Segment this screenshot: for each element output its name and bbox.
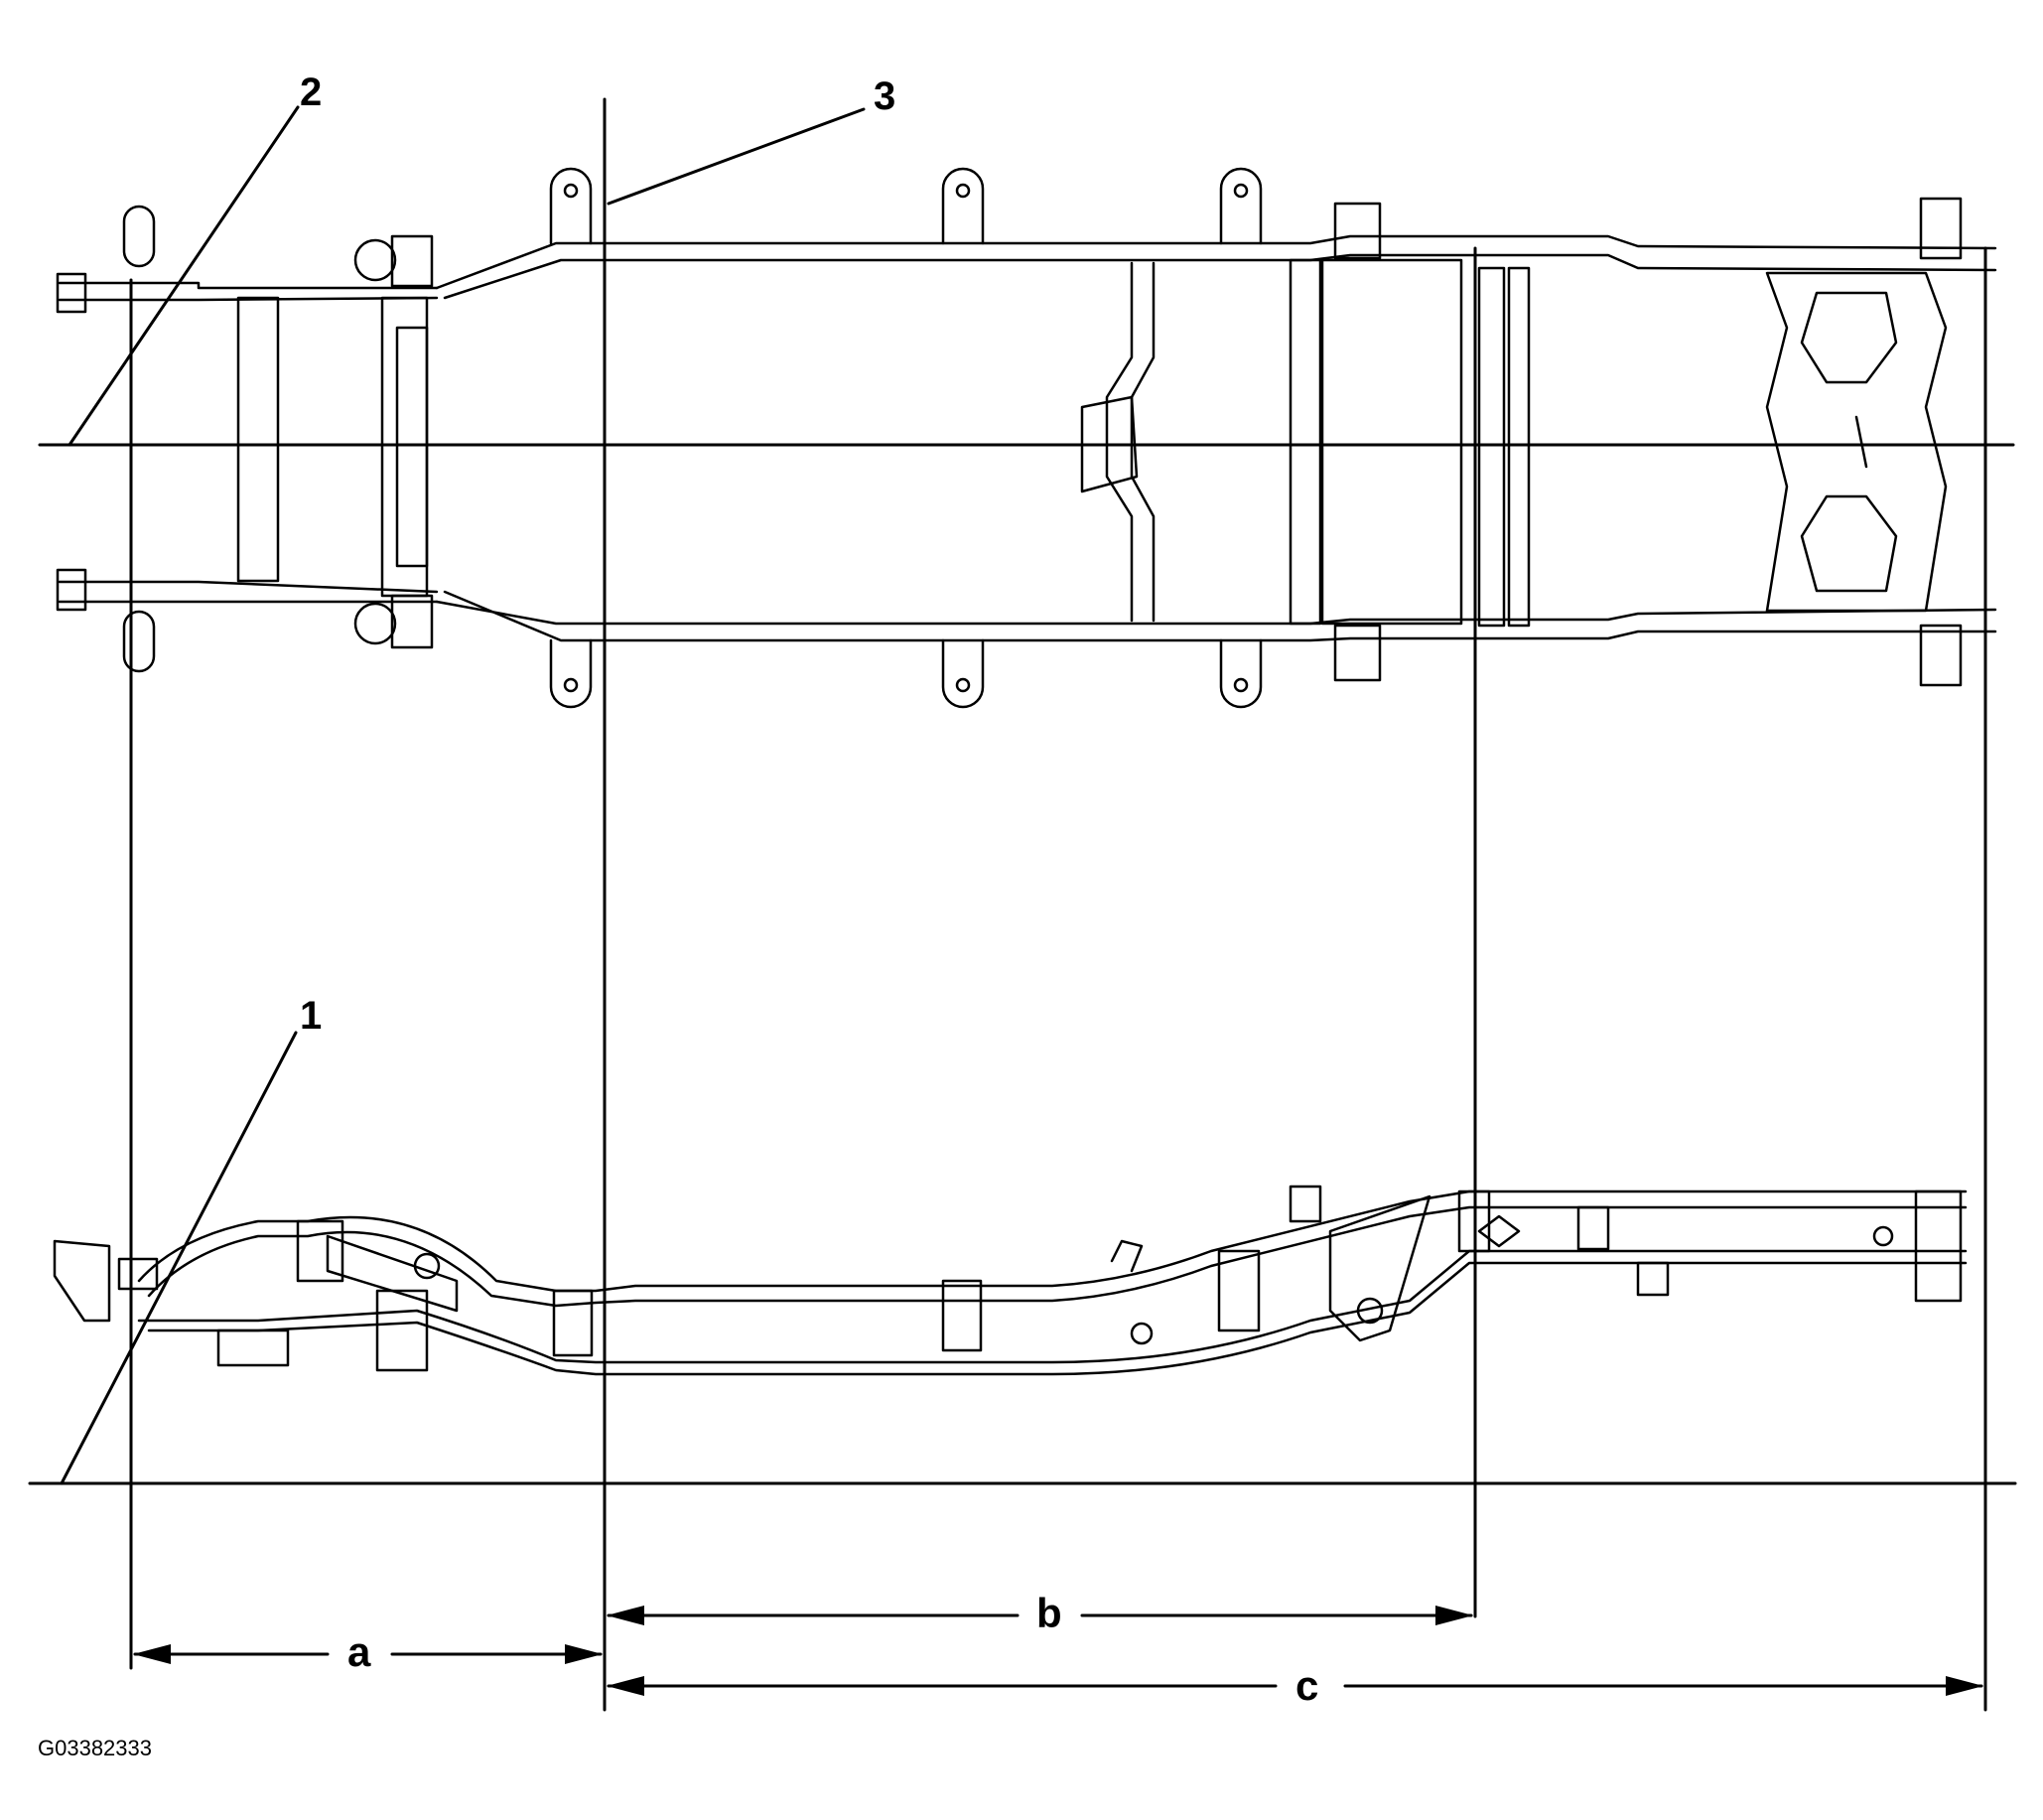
leader-1	[60, 1031, 298, 1485]
arrow-c-left	[607, 1676, 644, 1696]
arrow-b-right	[1435, 1606, 1473, 1625]
dimension-label-a: a	[347, 1628, 371, 1675]
callout-3: 3	[874, 74, 895, 118]
frame-side-view	[53, 1185, 1968, 1376]
figure-id-code: G03382333	[38, 1736, 152, 1760]
dimension-label-b: b	[1036, 1590, 1062, 1636]
leader-2	[68, 105, 300, 447]
arrow-b-left	[607, 1606, 644, 1625]
arrow-a-right	[565, 1644, 603, 1664]
arrow-c-right	[1946, 1676, 1983, 1696]
callout-leaders	[60, 105, 866, 1485]
callout-2: 2	[300, 70, 322, 114]
arrowheads	[133, 1606, 1983, 1696]
arrow-a-left	[133, 1644, 171, 1664]
callout-1: 1	[300, 994, 322, 1038]
leader-3	[607, 107, 866, 206]
frame-top-view	[56, 167, 1997, 709]
dimension-label-c: c	[1295, 1662, 1318, 1709]
